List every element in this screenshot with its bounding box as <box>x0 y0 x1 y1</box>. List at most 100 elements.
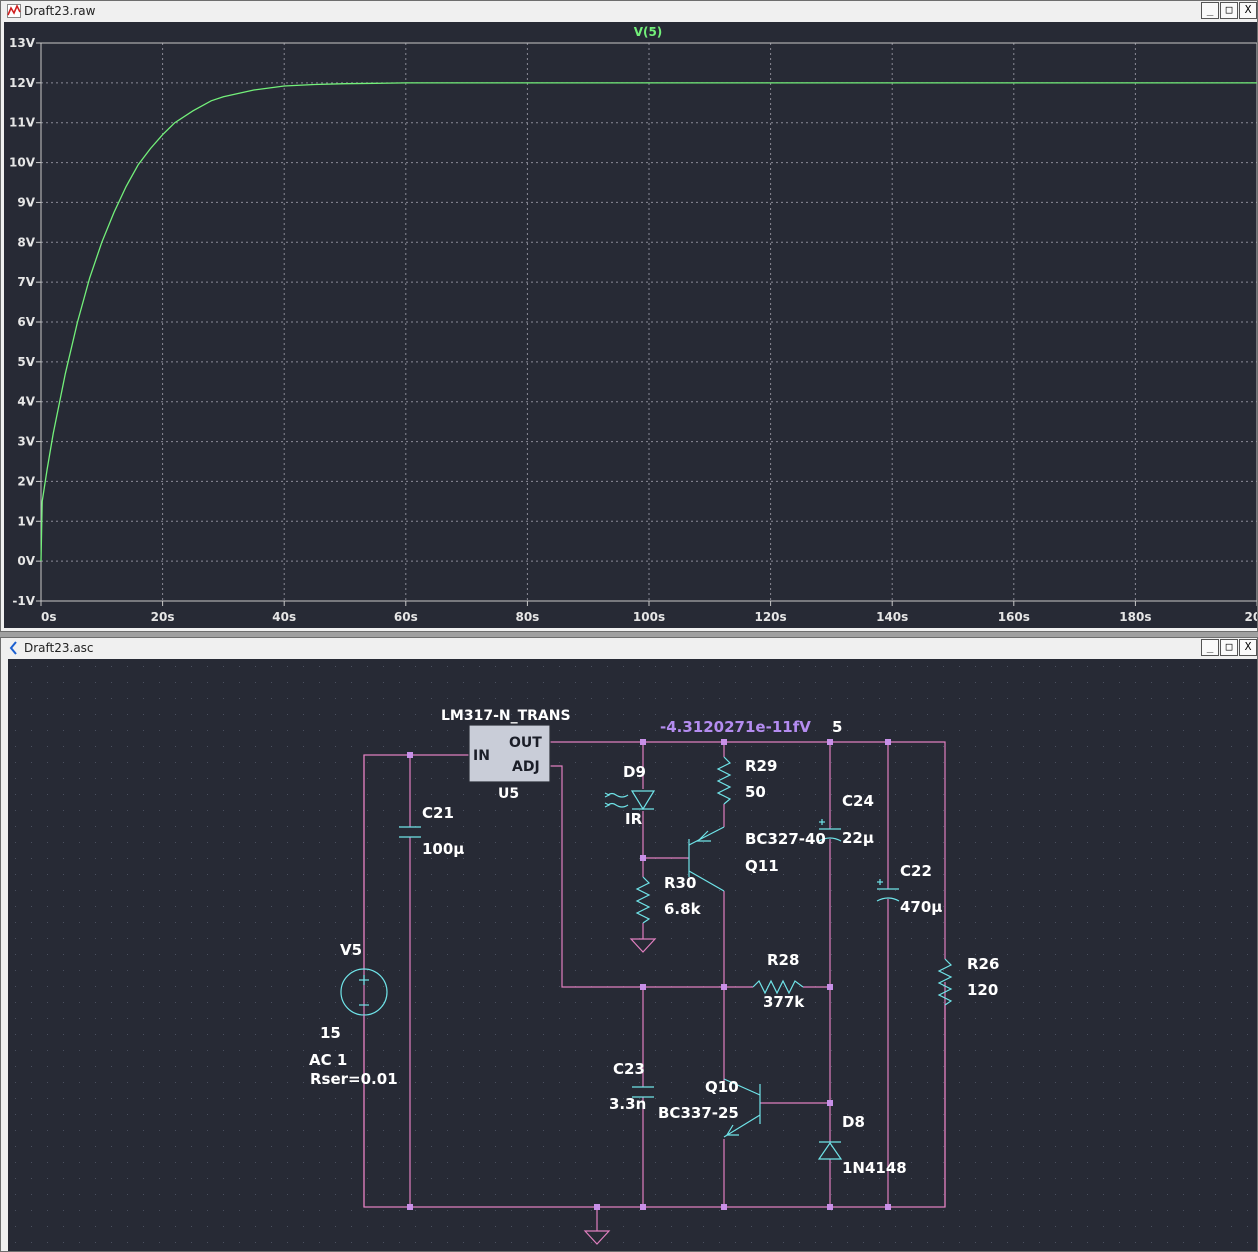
x-tick-label: 200 <box>1244 610 1257 624</box>
y-tick-label: 5V <box>17 355 35 369</box>
schematic-window-title: Draft23.asc <box>24 641 94 655</box>
component-label[interactable]: AC 1 <box>309 1051 347 1069</box>
u5-pin-out: OUT <box>509 735 542 751</box>
wire[interactable] <box>550 765 753 988</box>
junction <box>827 1100 833 1106</box>
u5-lm317-block[interactable] <box>468 724 551 783</box>
component-label[interactable]: C23 <box>613 1060 645 1078</box>
component-label[interactable]: BC337-25 <box>658 1104 739 1122</box>
x-tick-label: 140s <box>876 610 908 624</box>
maximize-button[interactable]: □ <box>1220 639 1238 656</box>
component-label[interactable]: 1N4148 <box>842 1159 907 1177</box>
junction <box>640 1204 646 1210</box>
components[interactable] <box>340 724 953 1245</box>
net-label-5[interactable]: 5 <box>832 718 842 736</box>
r28-resistor[interactable] <box>752 979 804 995</box>
waveform-icon <box>7 4 21 18</box>
waveform-plot-pane[interactable]: 0s20s40s60s80s100s120s140s160s180s20013V… <box>4 22 1258 628</box>
maximize-button[interactable]: □ <box>1220 2 1238 19</box>
component-label[interactable]: 22µ <box>842 829 874 847</box>
x-tick-label: 60s <box>394 610 418 624</box>
y-tick-label: 4V <box>17 395 35 409</box>
component-label[interactable]: 100µ <box>422 840 464 858</box>
component-label[interactable]: 50 <box>745 783 766 801</box>
wire[interactable] <box>550 741 946 959</box>
junction <box>827 739 833 745</box>
q10-npn-transistor[interactable] <box>723 1078 761 1138</box>
component-label[interactable]: Q10 <box>705 1078 739 1096</box>
component-label[interactable]: C21 <box>422 804 454 822</box>
y-tick-label: 6V <box>17 315 35 329</box>
r26-resistor[interactable] <box>937 958 953 1006</box>
close-button[interactable]: X <box>1239 2 1257 19</box>
component-label[interactable]: R29 <box>745 757 777 775</box>
x-tick-label: 120s <box>754 610 786 624</box>
y-tick-label: 10V <box>9 156 36 170</box>
voltage-probe-label[interactable]: -4.3120271e-11fV <box>660 718 811 736</box>
component-label[interactable]: 377k <box>763 993 805 1011</box>
component-label[interactable]: 120 <box>967 981 998 999</box>
x-tick-label: 80s <box>515 610 539 624</box>
d9-ir-led[interactable] <box>604 790 656 811</box>
trace-v5[interactable] <box>40 82 1257 562</box>
c22-capacitor[interactable] <box>876 879 900 902</box>
r29-resistor[interactable] <box>716 756 732 805</box>
component-label[interactable]: R26 <box>967 955 999 973</box>
u5-ref-label[interactable]: U5 <box>498 786 519 802</box>
component-label[interactable]: 6.8k <box>664 900 702 918</box>
component-label[interactable]: D9 <box>623 763 646 781</box>
legend-v5[interactable]: V(5) <box>634 25 663 39</box>
grid-dots <box>8 659 1257 1251</box>
c24-capacitor[interactable] <box>818 819 842 842</box>
junction <box>407 1204 413 1210</box>
junctions <box>407 739 891 1210</box>
component-label[interactable]: Q11 <box>745 857 779 875</box>
component-label[interactable]: BC327-40 <box>745 830 826 848</box>
y-tick-label: 11V <box>9 116 36 130</box>
y-tick-label: -1V <box>12 594 35 608</box>
close-button[interactable]: X <box>1239 639 1257 656</box>
junction <box>407 752 413 758</box>
d8-diode[interactable] <box>817 1141 843 1160</box>
q11-pnp-transistor[interactable] <box>688 826 725 892</box>
plot-window-titlebar[interactable]: Draft23.raw _ □ X <box>1 1 1257 21</box>
schematic-window-titlebar[interactable]: Draft23.asc _ □ X <box>1 638 1257 658</box>
y-tick-label: 1V <box>17 514 35 528</box>
component-label[interactable]: R28 <box>767 951 799 969</box>
component-label[interactable]: Rser=0.01 <box>310 1070 398 1088</box>
schematic-drawing[interactable]: IN OUT ADJ LM317-N_TRANS U5 C21100µD9IRR… <box>8 659 1257 1251</box>
v5-voltage-source[interactable] <box>340 968 388 1207</box>
component-label[interactable]: 15 <box>320 1024 341 1042</box>
u5-pin-in: IN <box>473 748 490 764</box>
x-tick-label: 20s <box>151 610 175 624</box>
plot-tick-labels: 0s20s40s60s80s100s120s140s160s180s20013V… <box>9 36 1258 624</box>
c23-capacitor[interactable] <box>632 1086 654 1098</box>
schematic-window[interactable]: Draft23.asc _ □ X <box>0 637 1258 1252</box>
waveform-chart[interactable]: 0s20s40s60s80s100s120s140s160s180s20013V… <box>4 22 1258 628</box>
minimize-button[interactable]: _ <box>1201 639 1219 656</box>
u5-model-label[interactable]: LM317-N_TRANS <box>441 708 571 724</box>
component-label[interactable]: V5 <box>340 941 362 959</box>
component-label[interactable]: C24 <box>842 792 874 810</box>
r30-resistor[interactable] <box>635 876 651 924</box>
junction <box>594 1204 600 1210</box>
y-tick-label: 0V <box>17 554 35 568</box>
component-label[interactable]: R30 <box>664 874 696 892</box>
x-tick-label: 180s <box>1119 610 1151 624</box>
component-label[interactable]: 3.3n <box>609 1095 646 1113</box>
minimize-button[interactable]: _ <box>1201 2 1219 19</box>
x-tick-label: 160s <box>998 610 1030 624</box>
schematic-icon <box>9 641 17 655</box>
component-label[interactable]: C22 <box>900 862 932 880</box>
x-tick-label: 0s <box>41 610 57 624</box>
y-tick-label: 7V <box>17 275 35 289</box>
y-tick-label: 8V <box>17 235 35 249</box>
component-label[interactable]: D8 <box>842 1113 865 1131</box>
component-label[interactable]: IR <box>625 810 643 828</box>
x-tick-label: 40s <box>272 610 296 624</box>
c21-capacitor[interactable] <box>399 826 421 838</box>
component-label[interactable]: 470µ <box>900 898 942 916</box>
y-tick-label: 3V <box>17 435 35 449</box>
